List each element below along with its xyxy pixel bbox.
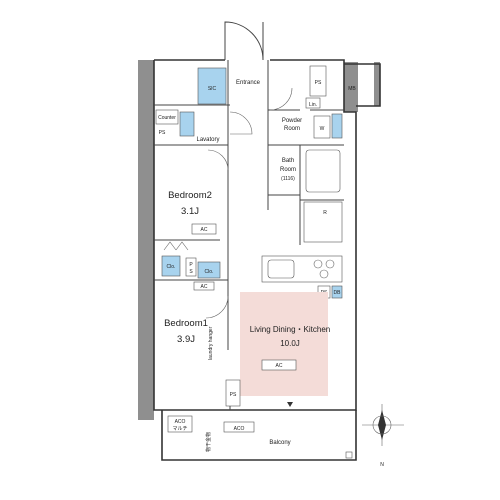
balcony-note-label: 物干金物 [205, 432, 212, 452]
powder-room-label-1: Powder [282, 118, 302, 124]
mb-label: MB [348, 86, 356, 92]
stove-burner [325, 259, 335, 269]
aco-label-1: ACO [175, 419, 186, 425]
ps-top-label: PS [315, 80, 322, 86]
washer-pan [331, 113, 343, 139]
ps-closet-box [185, 257, 197, 277]
ps-top-box [309, 65, 327, 97]
lin-box [305, 97, 321, 109]
exterior-wall-left [138, 60, 154, 420]
kitchen-sink [267, 259, 295, 279]
aco-box-1 [167, 415, 193, 433]
ps-bottom-box [225, 379, 241, 407]
ldk-ac-box [261, 359, 297, 371]
balcony-outline [161, 410, 357, 461]
bedroom2-ac-box [191, 223, 217, 235]
r-label: R [323, 210, 327, 216]
ps-closet-label-s: S [189, 269, 193, 275]
closet-bedroom1 [197, 261, 221, 279]
bath-label-1: Bath [282, 158, 294, 164]
ps-closet-label-p: P [189, 262, 193, 268]
ps-bottom-label: PS [230, 392, 237, 398]
refrigerator-space [303, 201, 343, 243]
stove-burner [319, 269, 329, 279]
stove-burner [313, 259, 323, 269]
counter-label: Counter [158, 115, 176, 121]
bedroom2-door [207, 149, 229, 171]
lavatory-sink [179, 111, 195, 137]
aco-box-2 [223, 421, 255, 433]
lavatory-door [229, 111, 253, 135]
closet-bedroom2 [161, 255, 181, 277]
closet-label-2: Clo. [205, 269, 214, 275]
aco-label-2: ACO [234, 426, 245, 432]
lin-label: Lin. [309, 102, 317, 108]
laundry-hanger-label: laundry hanger [208, 326, 214, 360]
ldk-floor-area [240, 292, 328, 396]
ac-mid-box [193, 281, 215, 291]
entrance-door [224, 21, 264, 61]
sic-label: SIC [208, 86, 217, 92]
compass-label: N [380, 462, 384, 468]
wall-column-mb [374, 62, 380, 106]
bedroom1-name-label: Bedroom1 [164, 318, 208, 329]
w-label: W [320, 126, 325, 132]
ps-lav-label: PS [159, 130, 166, 136]
db-label: DB [334, 290, 342, 296]
bedroom1-door [205, 295, 229, 319]
ldk-size-label: 10.0J [280, 339, 300, 348]
closet-door [163, 241, 189, 251]
ac-mid-label: AC [201, 284, 208, 290]
lavatory-label: Lavatory [196, 137, 219, 143]
closet-label-1: Clo. [167, 264, 176, 270]
db-box [331, 285, 343, 299]
exterior-wall-right [344, 62, 358, 112]
entrance-label: Entrance [236, 80, 261, 86]
bath-label-2: Room [280, 167, 296, 173]
mb-unit-wall [344, 63, 381, 107]
interior-walls [154, 60, 344, 410]
balcony-drain [345, 451, 353, 459]
bathtub [305, 149, 341, 193]
powder-room-door [269, 87, 293, 111]
balcony-label: Balcony [269, 440, 290, 446]
powder-room-label-2: Room [284, 126, 300, 132]
bath-label-3: (1116) [281, 176, 295, 182]
outer-wall [153, 59, 357, 411]
aco-label-1b: マルチ [172, 426, 187, 432]
bedroom2-name-label: Bedroom2 [168, 190, 212, 201]
sic-storage [197, 67, 227, 105]
w-box [313, 115, 331, 139]
counter-box [155, 109, 179, 125]
bedroom2-ac-label: AC [201, 227, 208, 233]
window-marker [287, 402, 293, 407]
bedroom2-size-label: 3.1J [181, 206, 199, 217]
bedroom1-size-label: 3.9J [177, 334, 195, 345]
ldk-name-label: Living Dining・Kitchen [250, 325, 331, 334]
ldk-ac-label: AC [276, 363, 283, 369]
compass-icon [362, 404, 404, 446]
